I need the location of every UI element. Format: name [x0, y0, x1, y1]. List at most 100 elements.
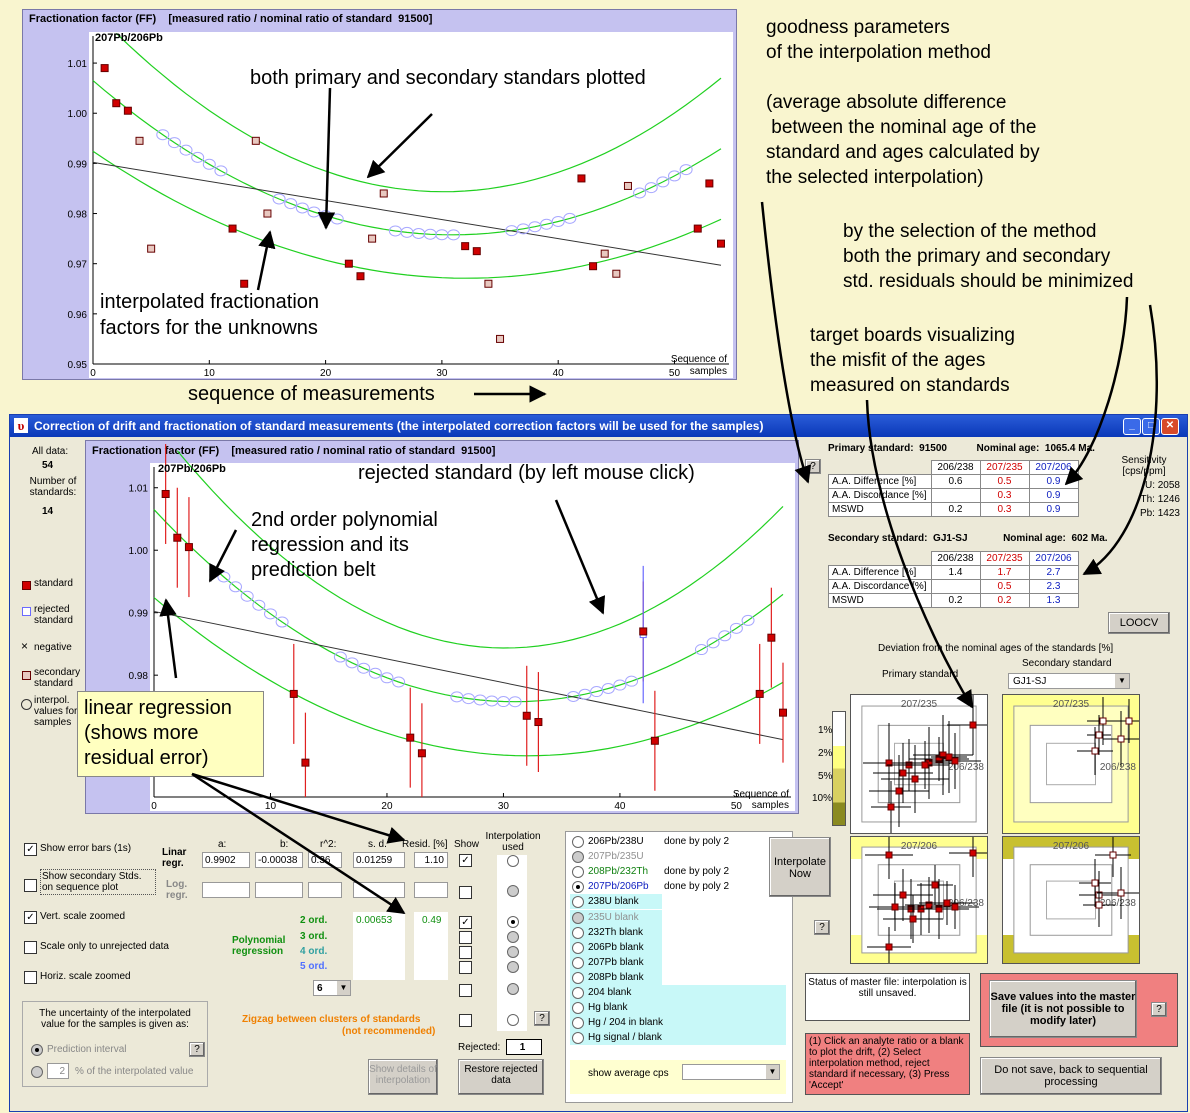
log-a[interactable] — [202, 882, 250, 898]
loocv-button[interactable]: LOOCV — [1108, 612, 1170, 634]
lin-resid[interactable]: 1.10 — [414, 852, 448, 868]
ratio-radio[interactable] — [572, 941, 584, 954]
save-button[interactable]: Save values into the master file (it is … — [989, 980, 1137, 1038]
check-box[interactable] — [24, 971, 37, 984]
interp-linear-radio[interactable] — [507, 855, 519, 867]
interp-zigzag-count-radio[interactable] — [507, 983, 519, 995]
ratio-item[interactable]: Hg signal / blank — [570, 1030, 786, 1046]
ratio-radio[interactable] — [572, 851, 584, 864]
show-ord2-check[interactable]: ✓ — [459, 916, 472, 929]
show-log-check[interactable] — [459, 886, 472, 899]
lin-b[interactable]: -0.00038 — [255, 852, 303, 868]
avg-cps-select[interactable]: ▼ — [682, 1064, 780, 1080]
show-linear-check[interactable]: ✓ — [459, 854, 472, 867]
check-box[interactable] — [24, 879, 37, 892]
log-b[interactable] — [255, 882, 303, 898]
ratio-item[interactable]: 232Th blank — [570, 924, 662, 940]
ratio-radio[interactable] — [572, 866, 584, 879]
prediction-belt-lower — [153, 597, 784, 757]
cell-value: 0.9 — [1028, 474, 1079, 489]
ratio-radio[interactable] — [572, 911, 584, 924]
do-not-save-button[interactable]: Do not save, back to sequential processi… — [980, 1057, 1162, 1095]
ratio-item[interactable]: 208Pb blank — [570, 969, 662, 985]
lin-a[interactable]: 0.9902 — [202, 852, 250, 868]
ratio-item[interactable]: 204 blank — [570, 985, 786, 1000]
lin-r2[interactable]: 0.36 — [308, 852, 342, 868]
show-zigzag-count-check[interactable] — [459, 984, 472, 997]
ratio-radio[interactable] — [572, 836, 584, 848]
help-button-primary[interactable]: ? — [805, 459, 821, 474]
ratio-radio[interactable] — [572, 1032, 584, 1045]
board-ring-inner — [1046, 742, 1096, 786]
uncertainty-help-button[interactable]: ? — [189, 1042, 205, 1057]
log-sd[interactable] — [353, 882, 405, 898]
log-resid[interactable] — [414, 882, 448, 898]
radio-prediction[interactable] — [31, 1044, 43, 1056]
ratio-radio[interactable] — [572, 896, 584, 909]
ratio-radio[interactable] — [572, 971, 584, 984]
x-tick-label: 50 — [731, 801, 743, 812]
label-prediction: Prediction interval — [47, 1044, 127, 1055]
ratio-radio[interactable] — [572, 987, 584, 999]
ratio-item[interactable]: 235U blank — [570, 909, 662, 925]
chevron-down-icon[interactable]: ▼ — [766, 1065, 779, 1079]
check-box[interactable] — [24, 941, 37, 954]
close-button[interactable]: ✕ — [1161, 418, 1179, 435]
ratio-radio[interactable] — [572, 1002, 584, 1015]
interpolate-now-button[interactable]: Interpolate Now — [769, 837, 831, 897]
interp-ord3-radio[interactable] — [507, 931, 519, 943]
ratio-item[interactable]: 207Pb blank — [570, 954, 662, 970]
secondary-standard-point — [623, 181, 632, 190]
save-help-button[interactable]: ? — [1151, 1002, 1167, 1017]
check-icon[interactable]: ✓ — [24, 843, 37, 856]
show-ord5-check[interactable] — [459, 961, 472, 974]
radio-percent[interactable] — [31, 1066, 43, 1078]
interp-zigzag-radio[interactable] — [507, 1014, 519, 1026]
interp-ord2-radio[interactable] — [507, 916, 519, 928]
minimize-button[interactable]: _ — [1123, 418, 1141, 435]
log-r2[interactable] — [308, 882, 342, 898]
interp-log-radio[interactable] — [507, 885, 519, 897]
show-ord4-check[interactable] — [459, 946, 472, 959]
zigzag-count-select[interactable]: 6 ▼ — [313, 980, 351, 996]
ratio-radio[interactable] — [572, 881, 584, 894]
ratio-name: 206Pb blank — [588, 941, 644, 953]
row-label: MSWD — [828, 502, 932, 517]
show-details-button[interactable]: Show details of interpolation — [368, 1059, 438, 1095]
interpolated-value — [551, 215, 565, 227]
restore-rejected-button[interactable]: Restore rejected data — [458, 1059, 544, 1095]
zigzag-help-button[interactable]: ? — [534, 1011, 550, 1026]
y-tick-label: 0.98 — [68, 210, 88, 221]
show-zigzag-check[interactable] — [459, 1014, 472, 1027]
check-icon[interactable]: ✓ — [24, 911, 37, 924]
lin-sd[interactable]: 0.01259 — [353, 852, 405, 868]
ratio-radio[interactable] — [572, 956, 584, 969]
chevron-down-icon[interactable]: ▼ — [337, 981, 350, 995]
num-standards-value: 14 — [42, 506, 54, 517]
ratio-item[interactable]: Hg blank — [570, 1000, 786, 1016]
percent-input[interactable]: 2 — [47, 1063, 69, 1079]
interp-ord4-radio[interactable] — [507, 946, 519, 958]
secondary-select[interactable]: GJ1-SJ ▼ — [1008, 673, 1130, 689]
ratio-item[interactable]: 207Pb/235U — [570, 849, 786, 864]
ratio-radio[interactable] — [572, 926, 584, 939]
ratio-radio[interactable] — [572, 1017, 584, 1030]
chevron-down-icon[interactable]: ▼ — [1115, 674, 1129, 688]
board-point — [885, 851, 893, 859]
scale-bar — [832, 711, 846, 826]
ratio-item[interactable]: Hg / 204 in blank — [570, 1015, 786, 1031]
maximize-button[interactable]: □ — [1142, 418, 1160, 435]
help-button-targets[interactable]: ? — [814, 920, 830, 935]
show-ord3-check[interactable] — [459, 931, 472, 944]
ratio-item[interactable]: 206Pb blank — [570, 939, 662, 955]
interp-ord5-radio[interactable] — [507, 961, 519, 973]
ratio-item[interactable]: 238U blank — [570, 894, 662, 910]
